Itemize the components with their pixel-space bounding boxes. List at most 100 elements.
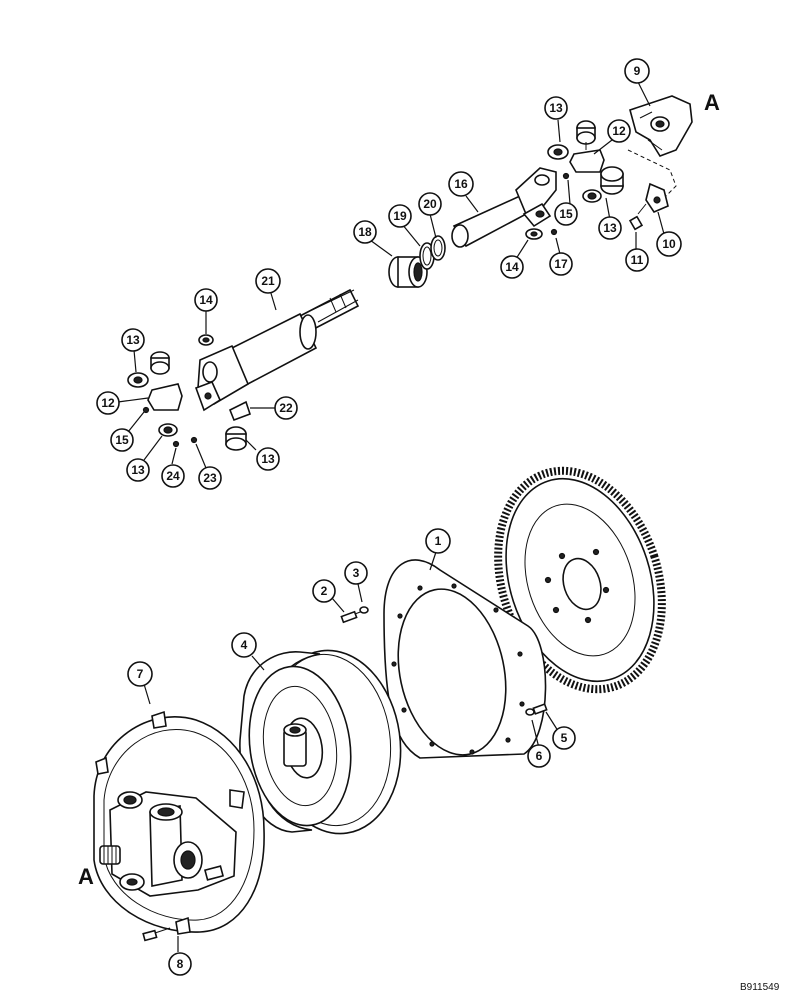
retainer-strap-part-10 bbox=[645, 182, 669, 213]
input-shaft-spline bbox=[99, 845, 121, 865]
callout-13-b-label: 13 bbox=[603, 221, 617, 235]
callout-7: 7 bbox=[127, 661, 153, 687]
callout-13-d: 13 bbox=[126, 458, 150, 482]
callout-21: 21 bbox=[255, 268, 281, 294]
callout-24-label: 24 bbox=[166, 469, 180, 483]
callout-15-a: 15 bbox=[554, 202, 578, 226]
callout-10: 10 bbox=[656, 231, 682, 257]
callout-9-label: 9 bbox=[634, 64, 641, 78]
bearing-cap-part-13-ljt-left bbox=[127, 372, 149, 388]
callout-24: 24 bbox=[161, 464, 185, 488]
callout-5-label: 5 bbox=[561, 731, 568, 745]
callout-13-b: 13 bbox=[598, 216, 622, 240]
callout-4: 4 bbox=[231, 632, 257, 658]
callout-4-label: 4 bbox=[241, 638, 248, 652]
callout-2-label: 2 bbox=[321, 584, 328, 598]
callout-18: 18 bbox=[353, 220, 377, 244]
u-bolt-part-22 bbox=[228, 400, 252, 422]
callout-3: 3 bbox=[344, 561, 368, 585]
bolt-part-8 bbox=[142, 927, 171, 942]
callout-13-d-label: 13 bbox=[131, 463, 145, 477]
callout-13-c: 13 bbox=[121, 328, 145, 352]
cap-part-14-slip bbox=[525, 228, 543, 240]
callout-1-label: 1 bbox=[435, 534, 442, 548]
callout-12-bottom: 12 bbox=[96, 391, 120, 415]
callout-19-label: 19 bbox=[393, 209, 407, 223]
cross-part-12-bottom bbox=[147, 383, 183, 411]
washer-part-3 bbox=[359, 606, 369, 614]
slip-yoke-part-16 bbox=[451, 167, 557, 248]
yoke-part-9 bbox=[629, 95, 693, 157]
pump-body bbox=[109, 791, 237, 897]
callout-17: 17 bbox=[549, 252, 573, 276]
callout-11: 11 bbox=[625, 248, 649, 272]
reference-mark-a-bottom: A bbox=[78, 864, 94, 889]
callout-6-label: 6 bbox=[536, 749, 543, 763]
callout-15-b-label: 15 bbox=[115, 433, 129, 447]
callout-13-e-label: 13 bbox=[261, 452, 275, 466]
flywheel-ring-gear bbox=[494, 466, 666, 694]
drive-shaft-part-21 bbox=[194, 288, 360, 412]
callout-10-label: 10 bbox=[662, 237, 676, 251]
callout-23: 23 bbox=[198, 466, 222, 490]
leader-lines bbox=[117, 81, 665, 952]
drawing-id: B911549 bbox=[740, 982, 780, 993]
bearing-cap-part-13-ljt-bottom bbox=[158, 423, 178, 437]
bearing-cap-part-13-ljt-right bbox=[225, 426, 247, 451]
callout-9: 9 bbox=[624, 58, 650, 84]
callout-20-label: 20 bbox=[423, 197, 437, 211]
washer-part-6 bbox=[525, 708, 535, 716]
callout-14-b: 14 bbox=[194, 288, 218, 312]
callout-14-a-label: 14 bbox=[505, 260, 519, 274]
callout-8-label: 8 bbox=[177, 957, 184, 971]
callout-12-top: 12 bbox=[607, 119, 631, 143]
bearing-cap-part-13-lower bbox=[582, 189, 602, 203]
fitting-part-24 bbox=[172, 440, 180, 448]
callout-19: 19 bbox=[388, 204, 412, 228]
cap-part-14-shaft bbox=[198, 334, 214, 346]
callout-21-label: 21 bbox=[261, 274, 275, 288]
fitting-part-23 bbox=[190, 436, 198, 444]
callout-11-label: 11 bbox=[631, 253, 644, 267]
callout-20: 20 bbox=[418, 192, 442, 216]
bolt-part-11 bbox=[628, 203, 647, 231]
callout-22: 22 bbox=[274, 396, 298, 420]
callout-12-bottom-label: 12 bbox=[101, 396, 115, 410]
bearing-cap-part-13-left bbox=[547, 144, 569, 160]
washer-part-20 bbox=[430, 235, 446, 261]
flex-plate-part-1 bbox=[383, 559, 547, 759]
bearing-cap-part-13-ljt-top bbox=[150, 351, 170, 375]
cross-part-12-top bbox=[569, 142, 605, 173]
callout-13-a-label: 13 bbox=[549, 101, 563, 115]
callout-1: 1 bbox=[425, 528, 451, 554]
callout-12-top-label: 12 bbox=[612, 124, 626, 138]
callout-15-a-label: 15 bbox=[559, 207, 573, 221]
callout-17-label: 17 bbox=[554, 257, 568, 271]
callout-13-c-label: 13 bbox=[126, 333, 140, 347]
plug-part-17 bbox=[550, 228, 558, 236]
torque-converter-part-4 bbox=[239, 649, 402, 835]
dashed-guide-line bbox=[627, 149, 677, 201]
callout-14-a: 14 bbox=[500, 255, 524, 279]
callout-5: 5 bbox=[552, 726, 576, 750]
callout-13-a: 13 bbox=[544, 96, 568, 120]
grease-fitting-part-15-bottom bbox=[142, 406, 150, 414]
callout-18-label: 18 bbox=[358, 225, 372, 239]
callout-14-b-label: 14 bbox=[199, 293, 213, 307]
grease-fitting-part-15-top bbox=[562, 172, 570, 180]
callout-2: 2 bbox=[312, 579, 336, 603]
callout-16-label: 16 bbox=[454, 177, 468, 191]
callout-13-e: 13 bbox=[256, 447, 280, 471]
callout-16: 16 bbox=[448, 171, 474, 197]
callout-23-label: 23 bbox=[203, 471, 217, 485]
callout-6: 6 bbox=[527, 744, 551, 768]
callout-8: 8 bbox=[168, 952, 192, 976]
callout-15-b: 15 bbox=[110, 428, 134, 452]
callout-7-label: 7 bbox=[137, 667, 144, 681]
bearing-cap-part-13-top bbox=[576, 120, 596, 145]
callout-22-label: 22 bbox=[279, 401, 293, 415]
reference-mark-a-top: A bbox=[704, 90, 720, 115]
callout-3-label: 3 bbox=[353, 566, 360, 580]
